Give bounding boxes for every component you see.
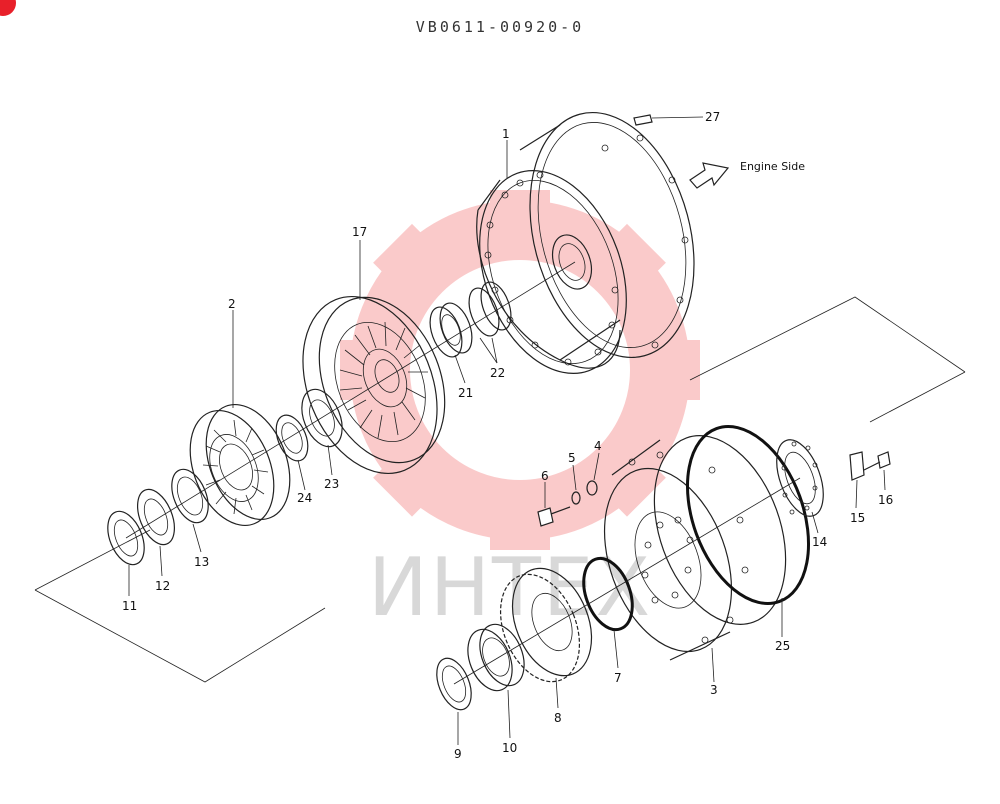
label-part-12: 12 (155, 579, 170, 593)
left-group-frame (34, 529, 326, 683)
torque-converter-part-17 (302, 295, 446, 475)
stator-part-2 (189, 403, 291, 527)
right-group-frame (689, 296, 966, 423)
oring-part-25 (685, 425, 811, 605)
ring-part-24 (275, 414, 309, 462)
label-part-9: 9 (454, 747, 462, 761)
flange-part-14 (776, 439, 824, 517)
bolt-part-16 (863, 451, 891, 471)
label-part-7: 7 (614, 671, 622, 685)
label-part-1: 1 (502, 127, 510, 141)
washer-part-5 (571, 491, 581, 505)
rings-part-22 (468, 281, 512, 337)
ring-part-13 (171, 468, 209, 524)
leader-lines (128, 140, 886, 745)
lock-plate-part-15 (849, 451, 865, 481)
label-part-23: 23 (324, 477, 339, 491)
corner-badge-icon (0, 0, 16, 16)
washer-part-11 (107, 510, 145, 566)
label-part-17: 17 (352, 225, 367, 239)
snap-ring-part-9 (436, 657, 472, 711)
bolt-part-6 (537, 506, 571, 527)
label-part-27: 27 (705, 110, 720, 124)
oring-part-7 (582, 556, 634, 632)
document-code: VB0611-00920-0 (415, 18, 585, 36)
watermark-gear-icon (340, 190, 700, 550)
label-part-4: 4 (594, 439, 602, 453)
bearing-part-21 (429, 302, 473, 358)
label-part-6: 6 (541, 469, 549, 483)
label-part-3: 3 (710, 683, 718, 697)
pump-case-part-3 (603, 435, 787, 661)
disc-part-12 (137, 488, 175, 546)
label-part-21: 21 (458, 386, 473, 400)
label-part-13: 13 (194, 555, 209, 569)
label-part-10: 10 (502, 741, 517, 755)
engine-side-note: Engine Side (740, 160, 805, 173)
label-part-14: 14 (812, 535, 827, 549)
label-part-15: 15 (850, 511, 865, 525)
label-part-24: 24 (297, 491, 312, 505)
label-part-11: 11 (122, 599, 137, 613)
label-part-22: 22 (490, 366, 505, 380)
plate-part-23 (301, 388, 343, 448)
label-part-8: 8 (554, 711, 562, 725)
engine-side-arrow-icon (689, 162, 730, 189)
label-part-2: 2 (228, 297, 236, 311)
label-part-16: 16 (878, 493, 893, 507)
part-labels: 1 2 3 4 5 6 7 8 9 10 11 12 13 14 15 16 1… (122, 110, 893, 761)
label-part-5: 5 (568, 451, 576, 465)
label-part-25: 25 (775, 639, 790, 653)
center-axis-lines (125, 261, 801, 685)
pin-part-27 (633, 114, 704, 126)
washer-part-4 (586, 480, 598, 496)
watermark-text: ИНТЕХ (368, 541, 652, 634)
